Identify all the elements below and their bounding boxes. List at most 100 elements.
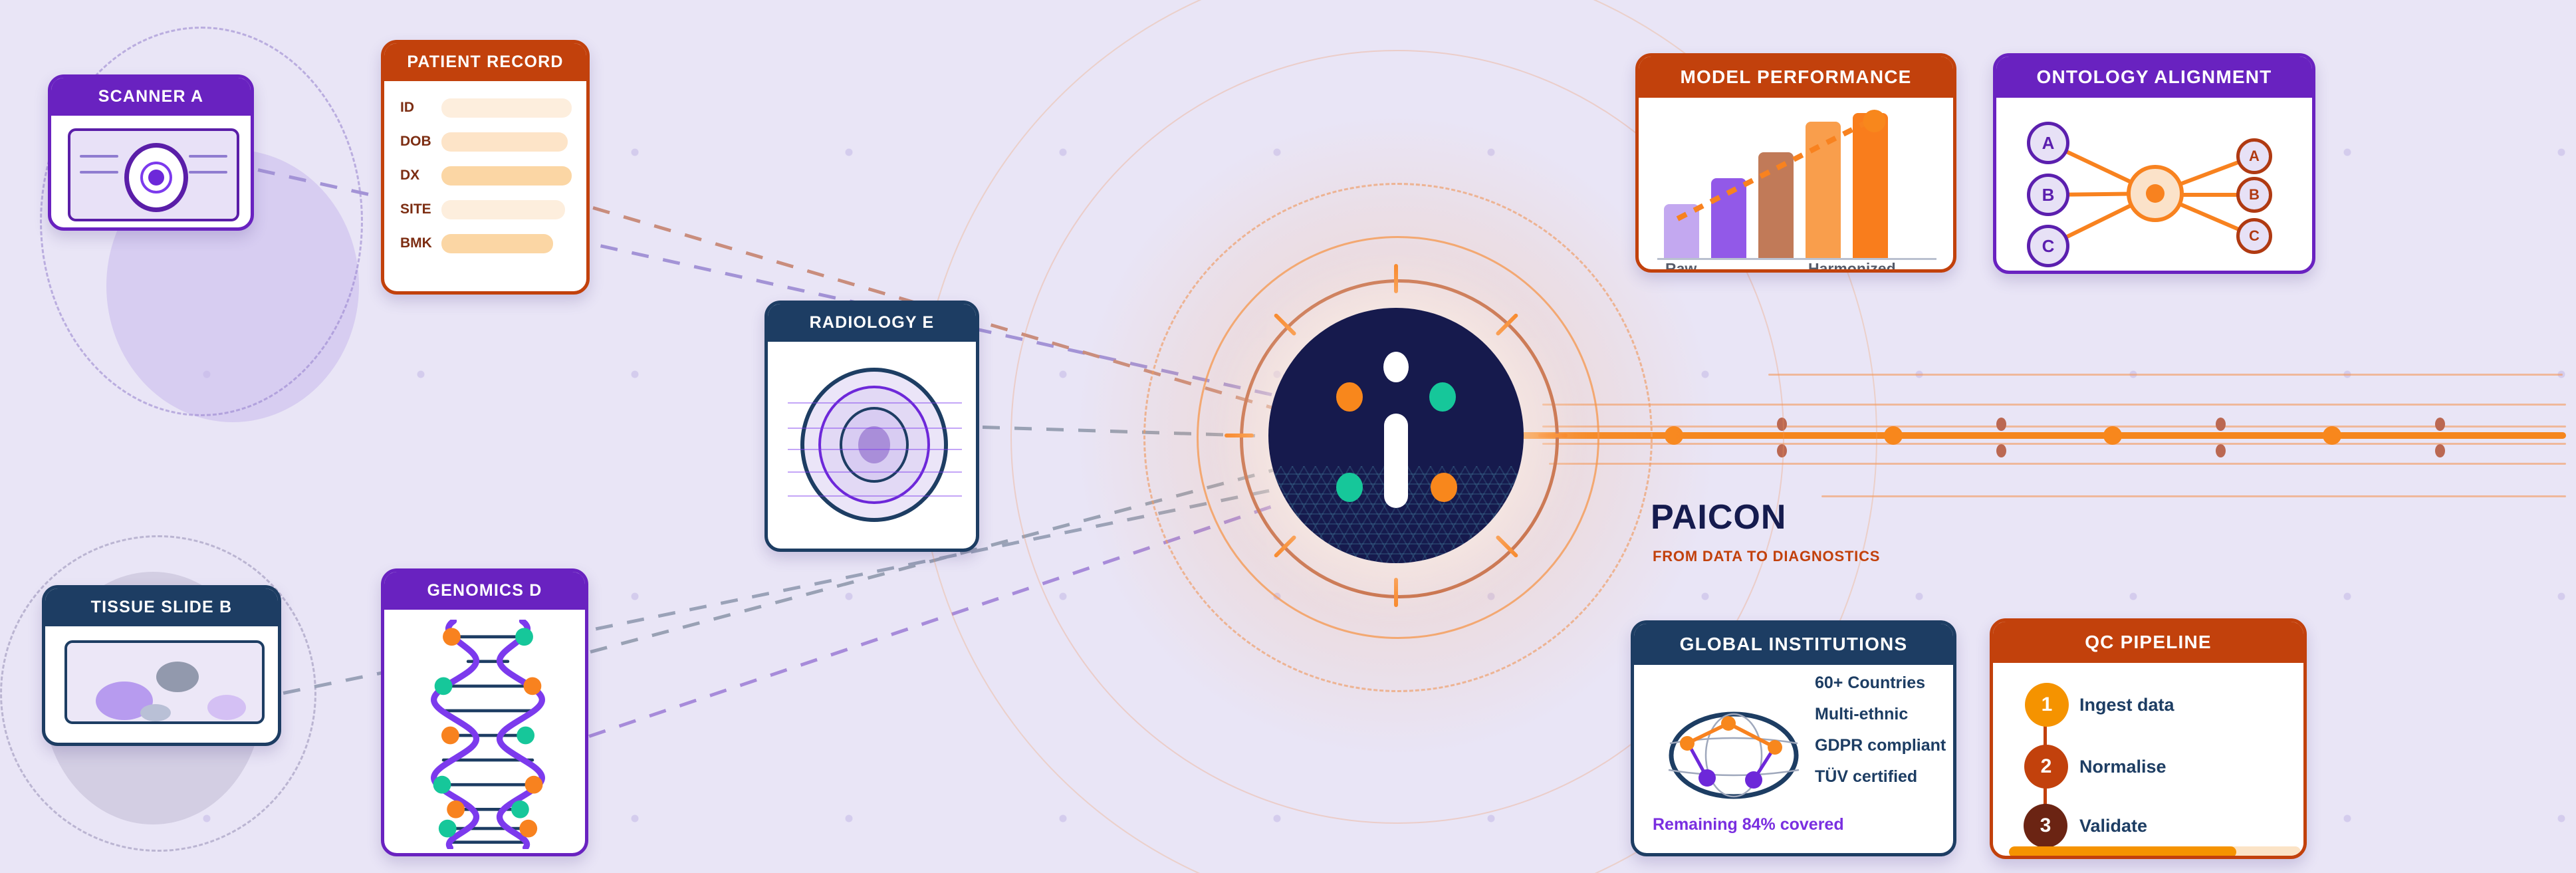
card-patient-record-title: PATIENT RECORD bbox=[384, 43, 586, 81]
scanner-lens-icon bbox=[124, 143, 188, 212]
hub-tick bbox=[1225, 434, 1254, 437]
patient-field-row: DOB bbox=[400, 132, 572, 152]
model-performance-bar bbox=[1853, 113, 1888, 258]
hub-logo-bar bbox=[1384, 414, 1408, 508]
chart-xlabel-raw: Raw bbox=[1665, 260, 1697, 273]
stream-minor-dot bbox=[2435, 444, 2445, 457]
card-ontology-alignment-title: ONTOLOGY ALIGNMENT bbox=[1996, 57, 2312, 98]
bg-dashed-ring-bottom-left bbox=[0, 535, 316, 852]
qc-step-3-badge: 3 bbox=[2024, 804, 2067, 848]
card-tissue-slide-b-title: TISSUE SLIDE B bbox=[45, 588, 278, 626]
patient-field-label: DX bbox=[400, 168, 420, 183]
tissue-blob-gray bbox=[156, 662, 199, 692]
stream-thin-line bbox=[1542, 443, 2566, 445]
ontology-source-node-c: C bbox=[2027, 225, 2069, 267]
radiology-slice-line bbox=[788, 449, 962, 450]
patient-field-label: DOB bbox=[400, 134, 431, 149]
ontology-target-node-c: C bbox=[2236, 218, 2272, 254]
scanner-lens-core bbox=[148, 170, 164, 186]
chart-baseline bbox=[1657, 258, 1936, 260]
card-ontology-alignment: ONTOLOGY ALIGNMENT A B C A B C bbox=[1993, 53, 2315, 274]
dna-helix-icon bbox=[431, 620, 545, 849]
qc-progress-track bbox=[2009, 846, 2301, 856]
radiology-slice-line bbox=[788, 402, 962, 404]
card-scanner-a-title: SCANNER A bbox=[51, 78, 251, 116]
hub-orange-dot-top-left bbox=[1336, 382, 1363, 412]
stream-thin-line bbox=[1821, 495, 2566, 497]
ontology-hub-node bbox=[2127, 165, 2184, 222]
tissue-blob-light-purple bbox=[207, 695, 246, 720]
patient-field-row: ID bbox=[400, 98, 572, 118]
card-qc-pipeline: QC PIPELINE 1 Ingest data 2 Normalise 3 … bbox=[1990, 618, 2307, 859]
radiology-slice-line bbox=[788, 471, 962, 473]
brand-tagline: FROM DATA TO DIAGNOSTICS bbox=[1653, 548, 1881, 564]
hub-logo-dot bbox=[1383, 352, 1409, 382]
global-bullet-countries: 60+ Countries bbox=[1815, 674, 1926, 692]
stream-thin-line bbox=[1768, 374, 2563, 376]
hub-faint-circle bbox=[1010, 50, 1784, 824]
patient-field-row: BMK bbox=[400, 233, 572, 253]
card-global-institutions-title: GLOBAL INSTITUTIONS bbox=[1634, 624, 1953, 665]
model-performance-bar bbox=[1806, 122, 1841, 258]
card-tissue-slide-b: TISSUE SLIDE B bbox=[42, 585, 281, 746]
qc-step-1-label: Ingest data bbox=[2079, 695, 2174, 715]
global-coverage-footnote: Remaining 84% covered bbox=[1653, 815, 1844, 834]
patient-field-value-bar bbox=[441, 166, 572, 186]
scanner-detail-line bbox=[80, 155, 118, 158]
model-performance-bar bbox=[1664, 204, 1699, 258]
qc-step-2-label: Normalise bbox=[2079, 757, 2166, 777]
stream-thin-line bbox=[1549, 463, 2566, 465]
stream-node-dot bbox=[2103, 426, 2122, 445]
stream-minor-dot bbox=[2435, 418, 2445, 431]
stream-node-dot bbox=[2323, 426, 2341, 445]
patient-field-value-bar bbox=[441, 98, 572, 118]
card-model-performance-title: MODEL PERFORMANCE bbox=[1639, 57, 1953, 98]
patient-field-value-bar bbox=[441, 132, 568, 152]
chart-trend-line bbox=[1676, 110, 1886, 221]
scanner-detail-line bbox=[189, 171, 227, 174]
ontology-target-node-b: B bbox=[2236, 177, 2272, 213]
card-model-performance: MODEL PERFORMANCE Raw Harmonized bbox=[1635, 53, 1956, 273]
scanner-icon bbox=[68, 128, 239, 221]
tissue-slide-icon bbox=[64, 640, 265, 724]
stream-minor-dot bbox=[1996, 444, 2006, 457]
card-qc-pipeline-title: QC PIPELINE bbox=[1993, 622, 2303, 663]
hub-tick bbox=[1538, 434, 1568, 437]
patient-field-label: ID bbox=[400, 100, 414, 115]
ontology-source-node-a: A bbox=[2027, 122, 2069, 164]
card-radiology-e-title: RADIOLOGY E bbox=[768, 304, 976, 342]
ontology-source-node-b: B bbox=[2027, 174, 2069, 216]
patient-field-row: DX bbox=[400, 166, 572, 186]
patient-field-row: SITE bbox=[400, 199, 572, 219]
global-bullet-tuv: TÜV certified bbox=[1815, 767, 1918, 786]
globe-network-icon bbox=[1668, 711, 1800, 799]
card-genomics-d: GENOMICS D bbox=[381, 568, 588, 856]
hub-teal-dot-top-right bbox=[1429, 382, 1456, 412]
global-bullet-multiethnic: Multi-ethnic bbox=[1815, 705, 1909, 723]
card-global-institutions: GLOBAL INSTITUTIONS 60+ Countries Multi-… bbox=[1631, 620, 1956, 856]
hub-teal-dot-bottom-left bbox=[1336, 473, 1363, 502]
global-bullet-gdpr: GDPR compliant bbox=[1815, 736, 1946, 755]
stream-minor-dot bbox=[2216, 418, 2226, 431]
stream-minor-dot bbox=[1996, 418, 2006, 431]
card-scanner-a: SCANNER A bbox=[48, 74, 254, 231]
ontology-target-node-a: A bbox=[2236, 138, 2272, 174]
brand-logo-text: PAICON bbox=[1651, 498, 1787, 537]
stream-minor-dot bbox=[2216, 444, 2226, 457]
patient-field-label: BMK bbox=[400, 235, 432, 251]
qc-step-1-badge: 1 bbox=[2025, 683, 2069, 727]
qc-progress-fill bbox=[2009, 846, 2237, 856]
patient-field-value-bar bbox=[441, 199, 565, 219]
central-ai-hub bbox=[1268, 308, 1524, 563]
card-patient-record: PATIENT RECORD ID DOB DX SITE BMK bbox=[381, 40, 590, 295]
hub-crosshair-ring bbox=[1240, 279, 1559, 598]
patient-field-value-bar bbox=[441, 233, 553, 253]
hub-orange-dot-bottom-right bbox=[1431, 473, 1457, 502]
chart-xlabel-harmonized: Harmonized bbox=[1808, 260, 1896, 273]
card-radiology-e: RADIOLOGY E bbox=[764, 301, 979, 552]
dna-base-dots bbox=[433, 628, 543, 838]
stream-main-line bbox=[1393, 432, 2566, 439]
model-performance-bar bbox=[1758, 152, 1794, 258]
patient-field-label: SITE bbox=[400, 201, 431, 217]
